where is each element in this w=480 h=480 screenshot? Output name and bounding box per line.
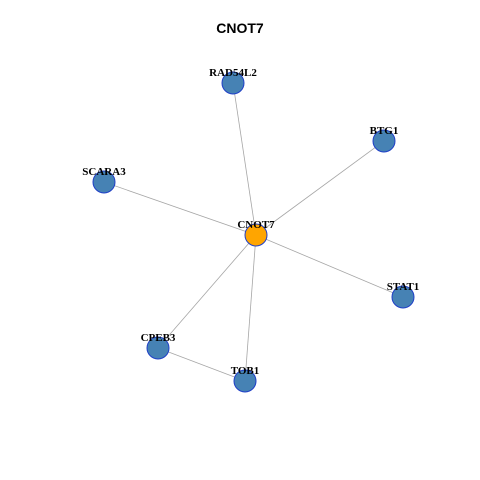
node-label-scara3: SCARA3 [82,166,126,178]
node-btg1 [372,129,396,153]
edge-cnot7-btg1 [255,140,385,236]
nodes-layer [92,71,415,393]
node-cpeb3 [146,336,170,360]
node-label-cpeb3: CPEB3 [141,332,176,344]
edges-layer [103,82,404,382]
node-rad54l2 [221,71,245,95]
node-label-tob1: TOB1 [231,365,260,377]
node-cnot7 [244,223,268,247]
node-label-stat1: STAT1 [387,281,420,293]
node-label-cnot7: CNOT7 [237,219,275,231]
edge-cnot7-stat1 [255,234,404,298]
node-stat1 [391,285,415,309]
edge-cnot7-rad54l2 [232,82,257,236]
node-scara3 [92,170,116,194]
node-label-btg1: BTG1 [370,125,399,137]
node-label-rad54l2: RAD54L2 [209,67,257,79]
node-tob1 [233,369,257,393]
edge-cnot7-cpeb3 [157,234,257,349]
edge-cnot7-scara3 [103,181,257,236]
figure-title: CNOT7 [216,20,264,36]
edge-cpeb3-tob1 [157,347,246,382]
edge-cnot7-tob1 [244,234,257,382]
